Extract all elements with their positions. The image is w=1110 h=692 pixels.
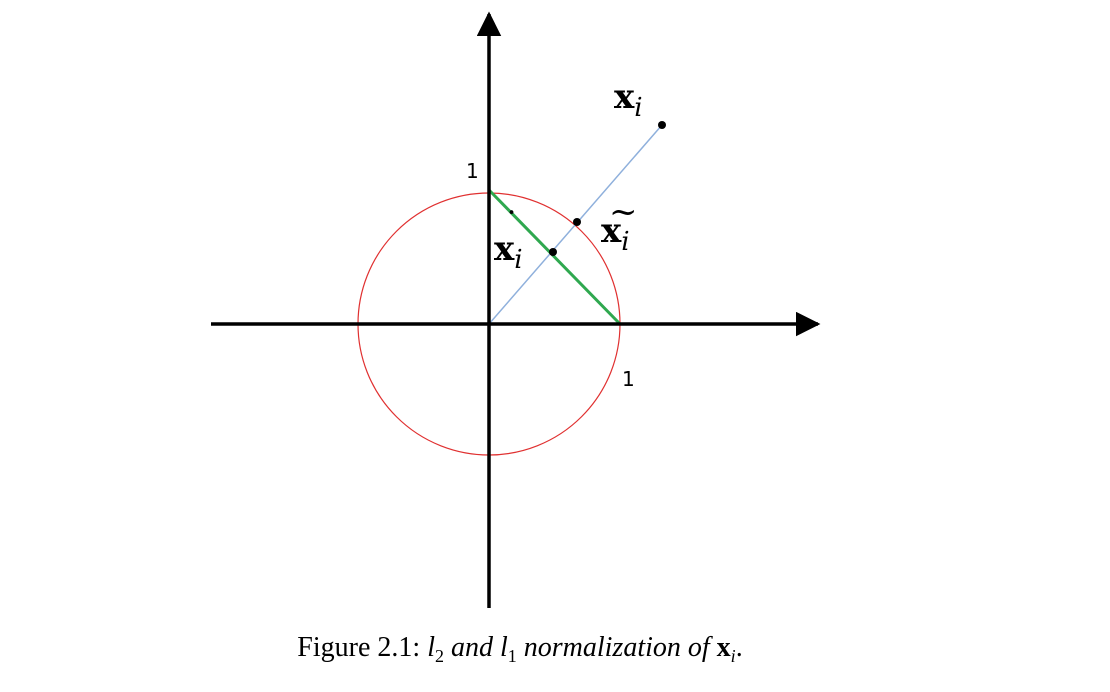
label-x-dot: xi bbox=[494, 229, 523, 275]
point-x-tilde bbox=[573, 218, 581, 226]
point-x-dot bbox=[549, 248, 557, 256]
caption-suffix: . bbox=[735, 632, 743, 663]
label-x-dot-base: x bbox=[494, 229, 515, 269]
point-x bbox=[658, 121, 666, 129]
label-x-tilde-accent: ~ bbox=[609, 192, 638, 232]
caption-l2-letter: l bbox=[427, 632, 435, 663]
label-x-tilde: xi bbox=[601, 211, 630, 257]
caption-and: and bbox=[443, 632, 500, 663]
label-x-dot-accent: ˙ bbox=[503, 205, 520, 245]
label-x: xi bbox=[614, 77, 643, 123]
x-tick-label: 1 bbox=[622, 367, 635, 391]
caption-prefix: Figure 2.1: bbox=[297, 632, 428, 663]
l1-unit-segment bbox=[487, 188, 622, 326]
caption-x-sub: i bbox=[730, 646, 736, 666]
figure-caption: Figure 2.1: l2 and l1 normalization of x… bbox=[0, 632, 1040, 666]
label-x-tilde-base: x bbox=[601, 211, 622, 251]
caption-l1-letter: l bbox=[499, 632, 508, 663]
y-tick-label: 1 bbox=[466, 159, 479, 183]
caption-normalization: normalization of bbox=[516, 632, 717, 663]
caption-l1-sub: 1 bbox=[507, 646, 517, 666]
caption-x-letter: x bbox=[716, 632, 731, 663]
label-x-base: x bbox=[614, 77, 635, 117]
caption-l2-sub: 2 bbox=[434, 646, 444, 666]
label-x-tilde-sub: i bbox=[621, 227, 629, 257]
label-x-sub: i bbox=[634, 93, 642, 123]
label-x-dot-sub: i bbox=[514, 245, 522, 275]
